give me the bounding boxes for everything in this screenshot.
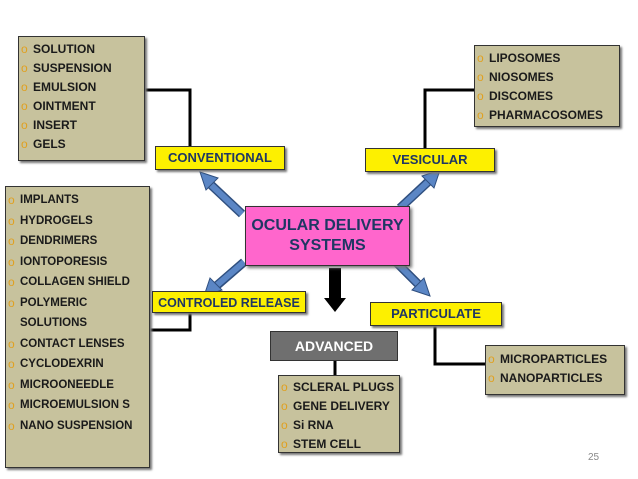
list-item: STEM CELL — [279, 435, 399, 454]
list-item: MICROEMULSION S — [6, 395, 149, 416]
list-item: SUSPENSION — [19, 59, 144, 78]
controlled-connector — [150, 310, 192, 332]
list-item: CONTACT LENSES — [6, 334, 149, 355]
conventional-connector — [145, 88, 192, 152]
list-item: INSERT — [19, 116, 144, 135]
list-item: PHARMACOSOMES — [475, 106, 619, 125]
list-item: IMPLANTS — [6, 190, 149, 211]
conventional-list: SOLUTIONSUSPENSIONEMULSIONOINTMENTINSERT… — [18, 36, 145, 161]
list-item: Si RNA — [279, 416, 399, 435]
list-item: SCLERAL PLUGS — [279, 378, 399, 397]
label-controlled-release: CONTROLED RELEASE — [152, 291, 306, 313]
arrow-conventional — [199, 171, 246, 218]
list-item: NANO SUSPENSION — [6, 416, 149, 437]
list-item: SOLUTION — [19, 40, 144, 59]
list-item: NIOSOMES — [475, 68, 619, 87]
label-conventional: CONVENTIONAL — [155, 146, 285, 170]
page-number: 25 — [588, 452, 600, 463]
label-advanced: ADVANCED — [270, 331, 398, 361]
list-item: POLYMERIC SOLUTIONS — [6, 293, 149, 334]
list-item: GENE DELIVERY — [279, 397, 399, 416]
advanced-list: SCLERAL PLUGSGENE DELIVERYSi RNASTEM CEL… — [278, 375, 400, 454]
label-particulate: PARTICULATE — [370, 302, 502, 326]
list-item: DENDRIMERS — [6, 231, 149, 252]
central-title-line1: OCULAR DELIVERY — [251, 217, 404, 234]
particulate-connector — [433, 325, 485, 366]
list-item: MICROPARTICLES — [486, 350, 624, 369]
list-item: COLLAGEN SHIELD — [6, 272, 149, 293]
list-item: LIPOSOMES — [475, 49, 619, 68]
central-title-line2: SYSTEMS — [289, 237, 366, 254]
list-item: MICROONEEDLE — [6, 375, 149, 396]
controlled-list: IMPLANTSHYDROGELSDENDRIMERSIONTOPORESISC… — [5, 186, 150, 468]
particulate-list: MICROPARTICLESNANOPARTICLES — [485, 345, 625, 395]
list-item: EMULSION — [19, 78, 144, 97]
arrow-vesicular — [396, 169, 441, 212]
list-item: HYDROGELS — [6, 211, 149, 232]
list-item: GELS — [19, 135, 144, 154]
list-item: DISCOMES — [475, 87, 619, 106]
vesicular-list: LIPOSOMESNIOSOMESDISCOMESPHARMACOSOMES — [474, 45, 620, 127]
label-vesicular: VESICULAR — [365, 148, 495, 172]
arrow-advanced — [324, 268, 346, 312]
list-item: NANOPARTICLES — [486, 369, 624, 388]
list-item: IONTOPORESIS — [6, 252, 149, 273]
central-node: OCULAR DELIVERY SYSTEMS — [245, 206, 410, 266]
list-item: CYCLODEXRIN — [6, 354, 149, 375]
list-item: OINTMENT — [19, 97, 144, 116]
vesicular-connector — [423, 88, 474, 152]
